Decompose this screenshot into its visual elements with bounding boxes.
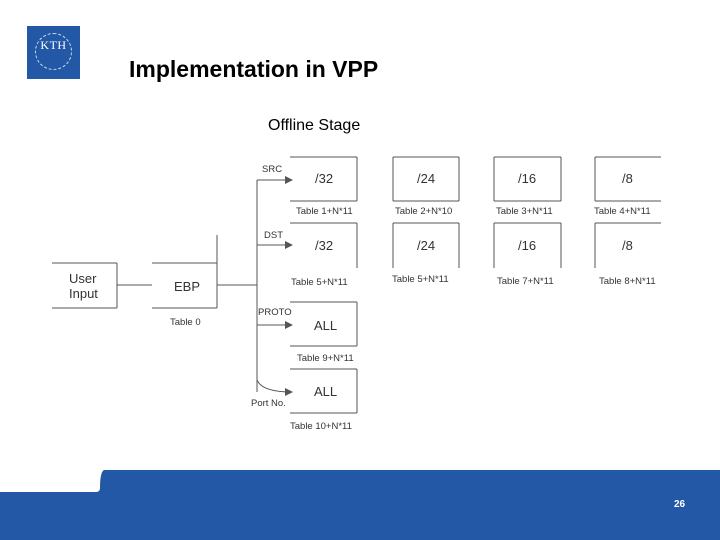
src-box-24: /24 xyxy=(417,171,436,186)
proto-label: PROTO xyxy=(258,307,292,318)
port-label: Port No. xyxy=(251,398,286,409)
proto-box-all: ALL xyxy=(314,318,338,333)
dst-table-7: Table 7+N*11 xyxy=(497,276,554,287)
dst-label: DST xyxy=(264,230,283,241)
dst-table-8: Table 8+N*11 xyxy=(599,276,656,287)
dst-box-16: /16 xyxy=(518,238,537,253)
user-input-line1: User xyxy=(69,271,97,286)
src-box-32: /32 xyxy=(315,171,334,186)
ebp-table-label: Table 0 xyxy=(170,317,201,328)
slide-title: Implementation in VPP xyxy=(129,56,379,82)
src-table-2: Table 2+N*10 xyxy=(395,206,453,217)
dst-box-8: /8 xyxy=(622,238,633,253)
port-box-all: ALL xyxy=(314,384,338,399)
logo-ring xyxy=(35,33,72,70)
src-box-16: /16 xyxy=(518,171,537,186)
src-table-4: Table 4+N*11 xyxy=(594,206,651,217)
src-table-1: Table 1+N*11 xyxy=(296,206,353,217)
ebp-label: EBP xyxy=(174,279,201,294)
page-number: 26 xyxy=(674,499,686,510)
src-table-3: Table 3+N*11 xyxy=(496,206,553,217)
src-box-8: /8 xyxy=(622,171,633,186)
user-input-box: User Input xyxy=(69,271,98,301)
kth-logo: KTH xyxy=(27,26,80,79)
logo-text: KTH xyxy=(40,38,67,52)
proto-table: Table 9+N*11 xyxy=(297,353,354,364)
dst-box-32: /32 xyxy=(315,238,334,253)
footer-band xyxy=(0,470,720,540)
port-arrow xyxy=(256,379,293,396)
dst-box-24: /24 xyxy=(417,238,436,253)
diagram-subtitle: Offline Stage xyxy=(268,117,361,134)
port-table: Table 10+N*11 xyxy=(290,421,352,432)
dst-table-5: Table 5+N*11 xyxy=(291,277,348,288)
dst-table-6: Table 5+N*11 xyxy=(392,274,449,285)
user-input-line2: Input xyxy=(69,286,98,301)
src-label: SRC xyxy=(262,164,283,175)
